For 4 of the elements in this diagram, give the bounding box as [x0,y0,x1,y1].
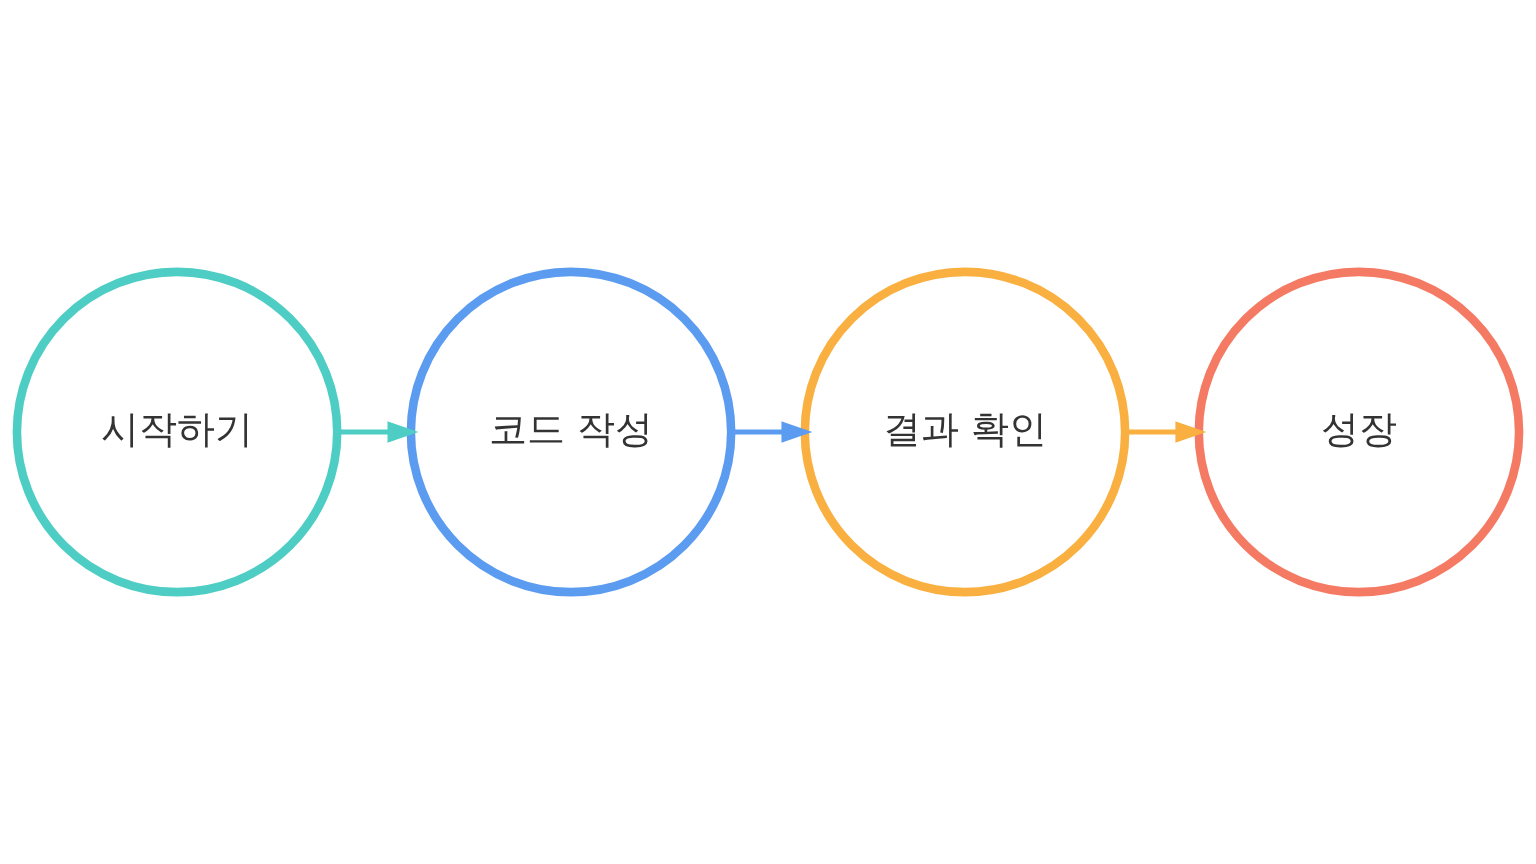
node-circle: 성장 [1194,267,1524,597]
node-circle: 코드 작성 [406,267,736,597]
node-circle: 시작하기 [12,267,342,597]
node-circle: 결과 확인 [800,267,1130,597]
